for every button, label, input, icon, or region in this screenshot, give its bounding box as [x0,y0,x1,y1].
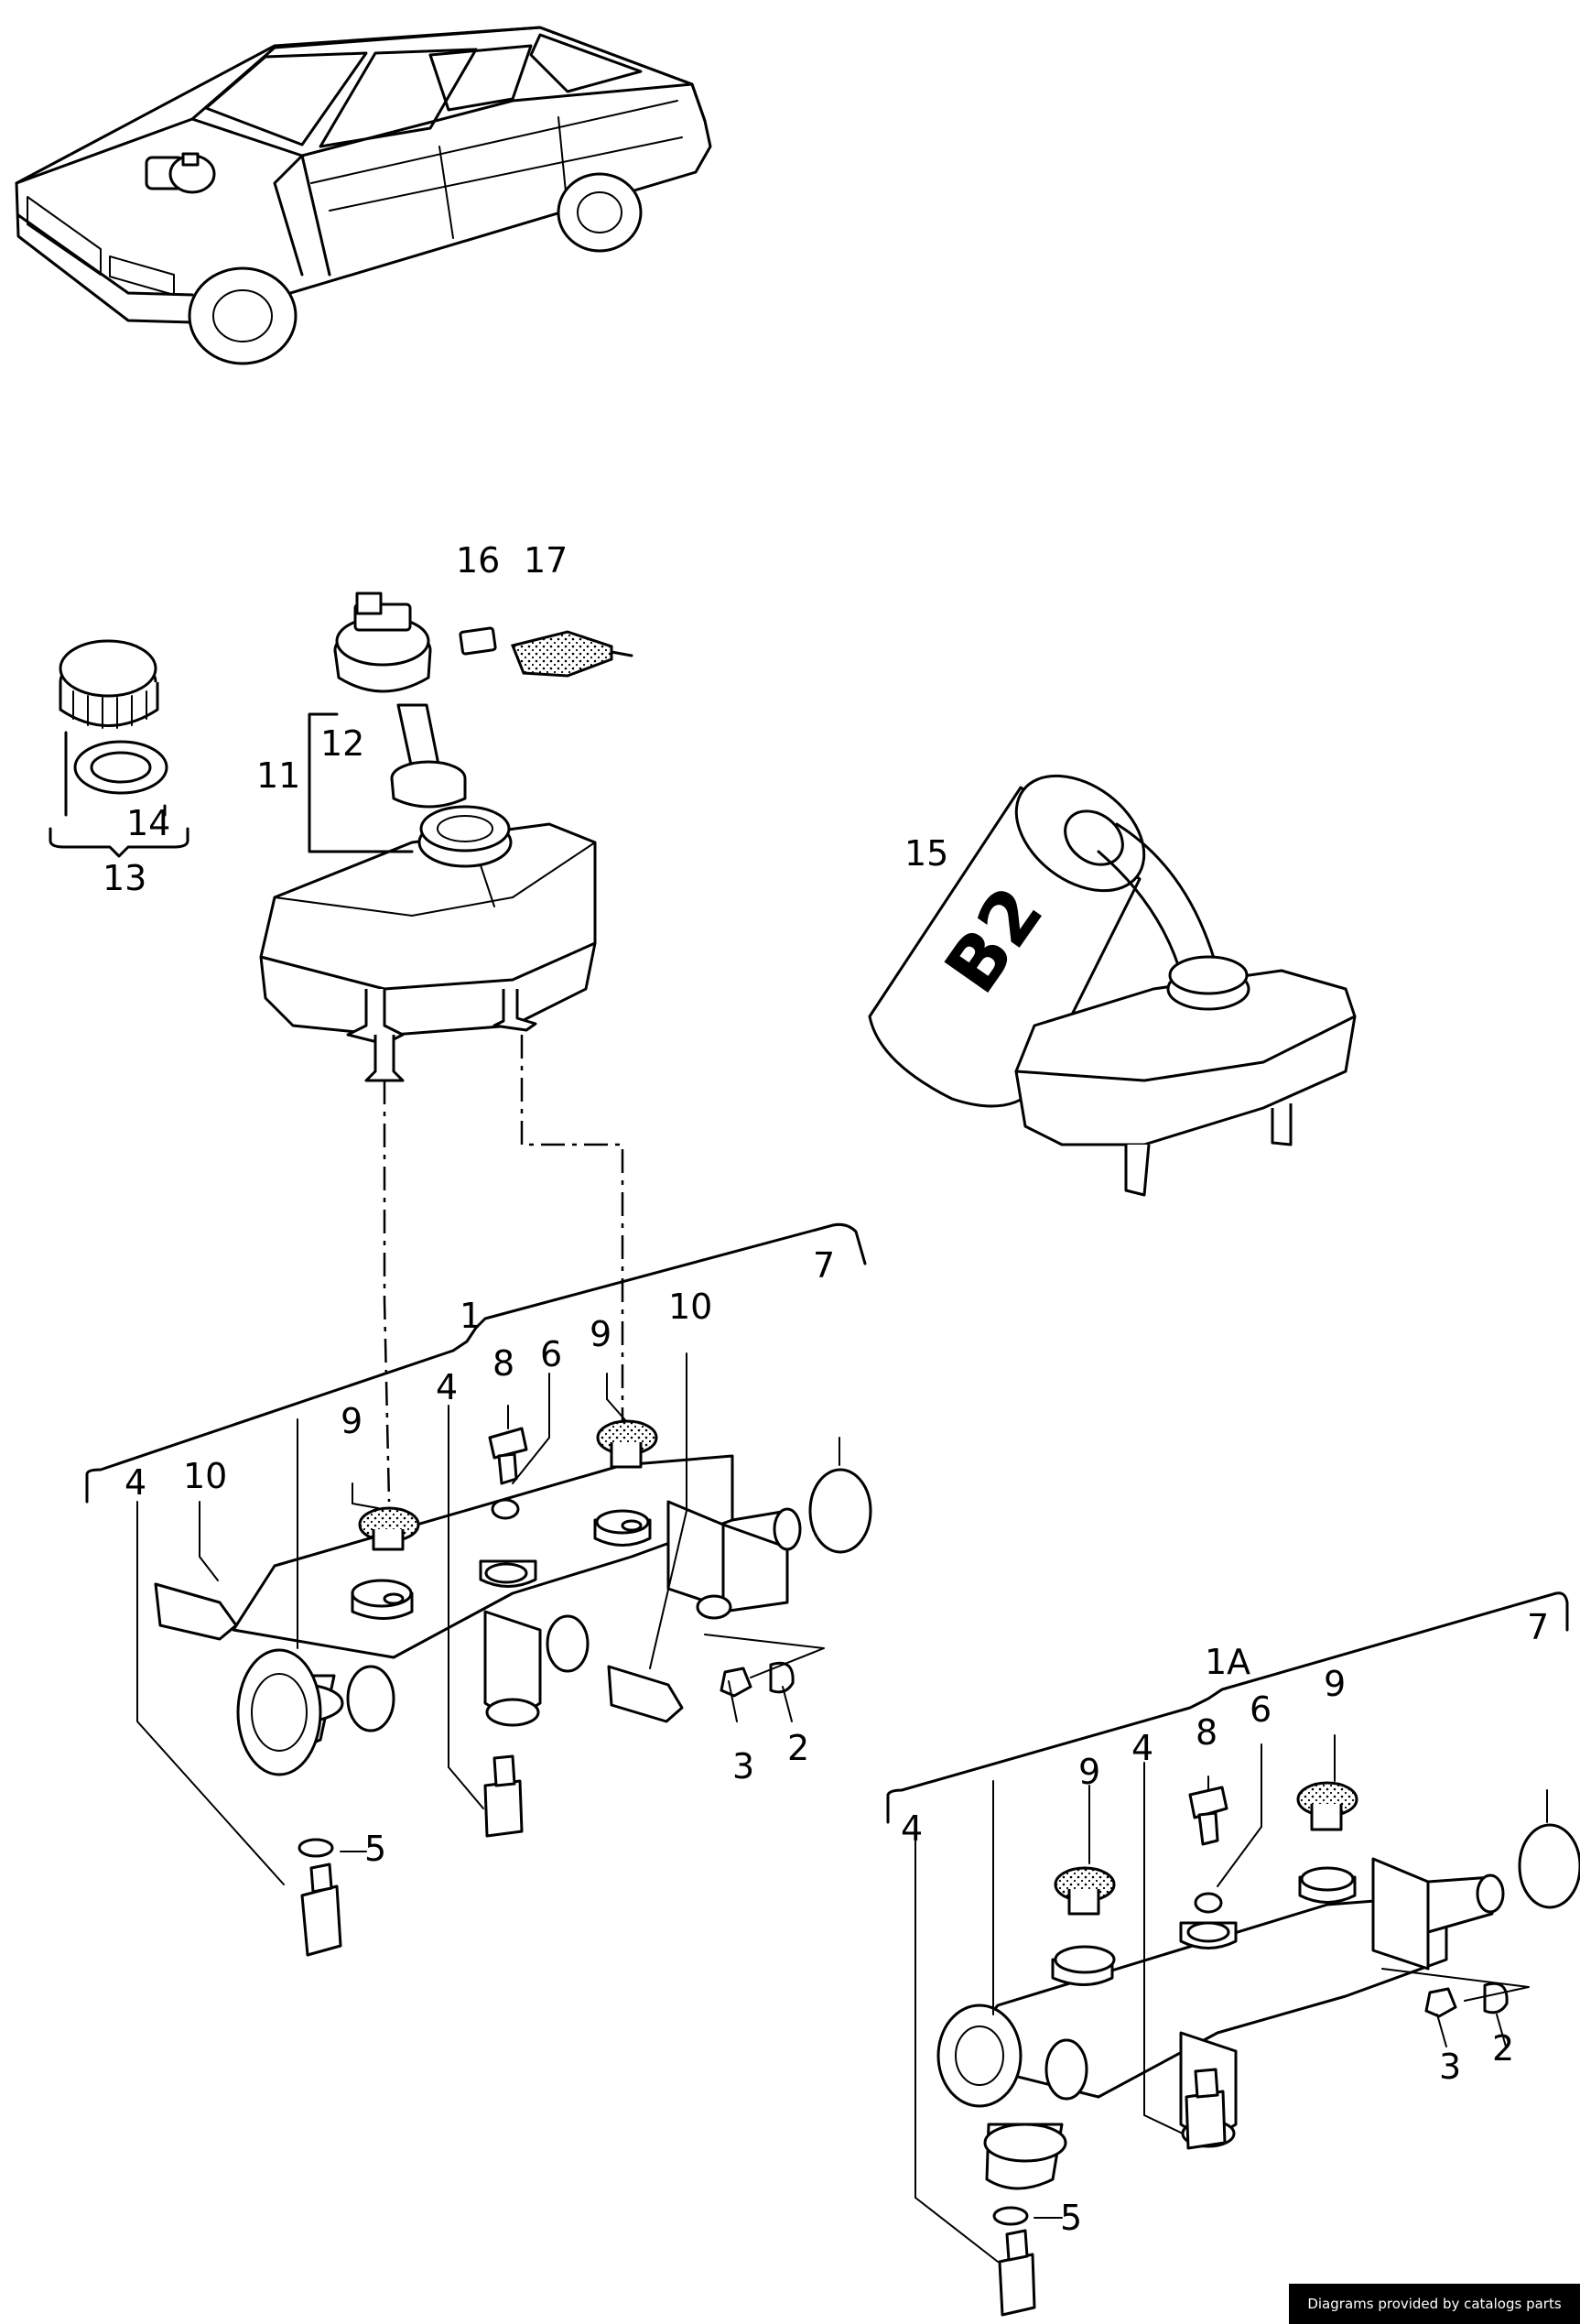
credit-badge: Diagrams provided by catalogs parts [1289,2284,1580,2324]
callout-14: 14 [126,803,170,843]
callout-1a: 1A [1205,1642,1250,1682]
callout-11: 11 [256,755,300,796]
callout-6b: 6 [1250,1689,1272,1730]
callout-3b: 3 [1439,2047,1461,2087]
callout-6: 6 [540,1334,562,1374]
callout-5: 5 [364,1829,386,1869]
reservoir-location-marker [145,152,216,194]
callout-7: 7 [813,1245,835,1286]
reservoir-cap-assembly [49,639,189,858]
callout-10: 10 [668,1287,712,1327]
master-cylinder-1a [886,1591,1580,2317]
callout-10-left: 10 [183,1456,227,1496]
callout-8: 8 [492,1343,514,1384]
callout-16: 16 [456,540,500,581]
callout-4b: 4 [1131,1728,1153,1768]
brake-fluid-bottle: B2 [868,774,1357,1197]
callout-4: 4 [436,1367,458,1407]
master-cylinder-1 [85,1222,872,1957]
callout-9b: 9 [1324,1664,1346,1704]
car-illustration [15,26,712,365]
callout-3: 3 [732,1746,754,1786]
callout-5b: 5 [1060,2198,1082,2238]
callout-8b: 8 [1196,1712,1217,1753]
callout-15: 15 [904,833,948,874]
callout-2b: 2 [1492,2028,1514,2069]
callout-labels: 16 17 12 11 14 13 15 7 10 1 9 6 8 4 9 10… [103,540,1549,2238]
callout-9: 9 [590,1314,611,1354]
callout-13: 13 [103,858,146,898]
callout-2: 2 [787,1728,809,1768]
callout-17: 17 [524,540,568,581]
callout-9-left: 9 [341,1401,363,1441]
callout-9b-left: 9 [1078,1752,1100,1792]
callout-1: 1 [460,1296,482,1336]
assembly-leaders [383,1035,624,1503]
callout-12: 12 [320,723,364,764]
callout-4-left: 4 [124,1462,146,1503]
callout-4b-left: 4 [901,1808,923,1849]
brake-fluid-reservoir [259,592,633,1082]
callout-7b: 7 [1527,1607,1549,1647]
